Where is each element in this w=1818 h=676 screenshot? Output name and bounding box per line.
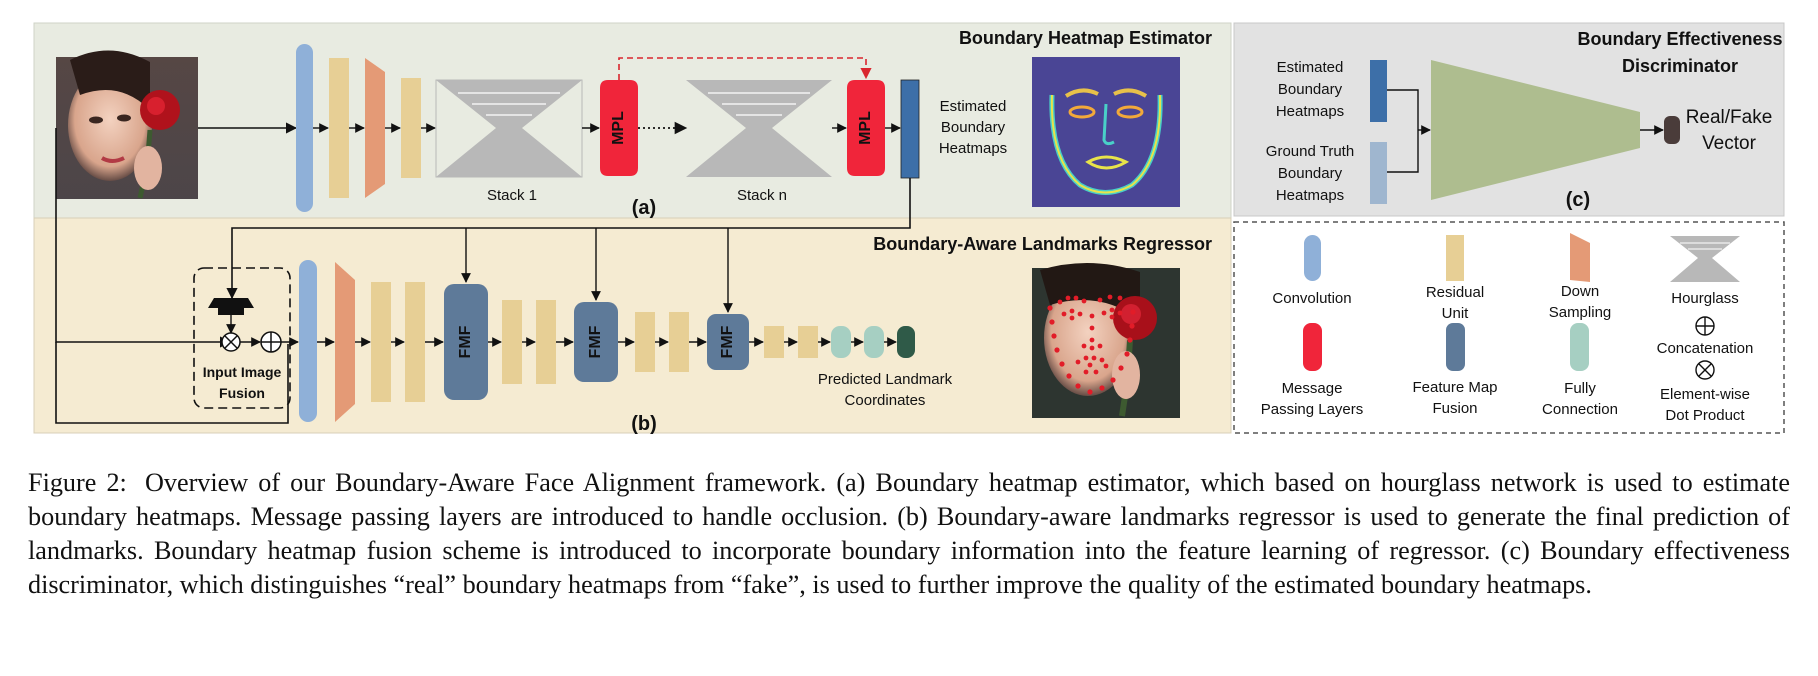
b-residual-3 bbox=[502, 300, 522, 384]
b-residual-7 bbox=[764, 326, 784, 358]
figure-caption-label: Figure 2: bbox=[28, 468, 127, 497]
legend-dot-label-2: Dot Product bbox=[1665, 407, 1745, 424]
svg-text:FMF: FMF bbox=[587, 325, 604, 358]
a-conv-block bbox=[296, 44, 313, 212]
legend-fmf-label-2: Fusion bbox=[1432, 400, 1477, 417]
b-residual-5 bbox=[635, 312, 655, 372]
b-residual-4 bbox=[536, 300, 556, 384]
legend-mpl-swatch bbox=[1303, 323, 1322, 371]
c-input2-label-1: Ground Truth bbox=[1266, 143, 1354, 160]
mpl-block-2: MPL bbox=[847, 80, 885, 176]
b-downsampling-block bbox=[335, 262, 355, 422]
c-output-label-1: Real/Fake bbox=[1686, 107, 1773, 128]
hourglass-stack-n bbox=[686, 80, 832, 177]
legend-box bbox=[1233, 221, 1785, 434]
legend-concatenation-label: Concatenation bbox=[1657, 340, 1754, 357]
mpl-block-1: MPL bbox=[600, 80, 638, 176]
estimated-heatmap-bar bbox=[900, 79, 920, 179]
c-input1-label-2: Boundary bbox=[1278, 81, 1343, 98]
c-input1-label-3: Heatmaps bbox=[1276, 103, 1344, 120]
panel-c-title-line1: Boundary Effectiveness bbox=[1577, 29, 1782, 49]
b-fc-2 bbox=[864, 326, 884, 358]
c-estimated-heatmap-bar bbox=[1370, 60, 1387, 122]
panel-c-tag: (c) bbox=[1566, 189, 1590, 211]
c-input2-label-3: Heatmaps bbox=[1276, 187, 1344, 204]
figure-caption-text: Overview of our Boundary-Aware Face Alig… bbox=[28, 468, 1791, 599]
fusion-label-1: Input Image bbox=[203, 364, 282, 380]
b-output-node bbox=[897, 326, 915, 358]
legend-down-label-2: Sampling bbox=[1549, 304, 1612, 321]
legend-down-sampling-swatch bbox=[1570, 233, 1590, 282]
discriminator-network bbox=[1431, 60, 1640, 200]
b-residual-8 bbox=[798, 326, 818, 358]
b-output-label-1: Predicted Landmark bbox=[818, 371, 953, 388]
legend-residual-label-1: Residual bbox=[1426, 284, 1484, 301]
legend-hourglass-swatch bbox=[1670, 236, 1740, 282]
a-downsampling-block bbox=[365, 58, 385, 198]
stack-n-label: Stack n bbox=[737, 187, 787, 204]
fmf-block-2: FMF bbox=[574, 302, 618, 382]
input-face-image bbox=[56, 50, 198, 199]
concatenation-icon bbox=[260, 331, 282, 353]
a-residual-block-2 bbox=[401, 78, 421, 178]
panel-a-title: Boundary Heatmap Estimator bbox=[959, 28, 1212, 48]
b-conv-block bbox=[299, 260, 317, 422]
fmf-block-3: FMF bbox=[707, 314, 749, 370]
stack-1-label: Stack 1 bbox=[487, 187, 537, 204]
b-residual-6 bbox=[669, 312, 689, 372]
a-output-label-2: Boundary bbox=[941, 119, 1006, 136]
legend-dot-label-1: Element-wise bbox=[1660, 386, 1750, 403]
svg-text:FMF: FMF bbox=[719, 325, 736, 358]
mpl-skip-connection bbox=[618, 57, 872, 80]
b-residual-2 bbox=[405, 282, 425, 402]
dot-product-icon bbox=[221, 332, 241, 352]
legend-residual-swatch bbox=[1446, 235, 1464, 281]
fmf-block-1: FMF bbox=[444, 284, 488, 400]
legend-fmf-label-1: Feature Map bbox=[1412, 379, 1497, 396]
fusion-transform-block bbox=[208, 298, 254, 308]
legend-fc-label-2: Connection bbox=[1542, 401, 1618, 418]
legend-hourglass-label: Hourglass bbox=[1671, 290, 1739, 307]
c-groundtruth-heatmap-bar bbox=[1370, 142, 1387, 204]
legend-fmf-swatch bbox=[1446, 323, 1465, 371]
legend-concatenation-icon bbox=[1695, 316, 1715, 336]
framework-diagram: Boundary Heatmap Estimator Boundary-Awar… bbox=[33, 22, 1785, 435]
legend-fc-label-1: Fully bbox=[1564, 380, 1596, 397]
svg-text:FMF: FMF bbox=[457, 325, 474, 358]
b-residual-1 bbox=[371, 282, 391, 402]
landmark-face-image bbox=[1032, 262, 1180, 418]
landmark-points bbox=[1047, 294, 1136, 395]
legend-convolution-swatch bbox=[1304, 235, 1321, 281]
legend-mpl-label-1: Message bbox=[1282, 380, 1343, 397]
b-fc-1 bbox=[831, 326, 851, 358]
panel-c-title-line2: Discriminator bbox=[1622, 56, 1738, 76]
legend-fc-swatch bbox=[1570, 323, 1589, 371]
a-residual-block-1 bbox=[329, 58, 349, 198]
c-input2-label-2: Boundary bbox=[1278, 165, 1343, 182]
legend-residual-label-2: Unit bbox=[1442, 305, 1470, 322]
legend-convolution-label: Convolution bbox=[1272, 290, 1351, 307]
legend-mpl-label-2: Passing Layers bbox=[1261, 401, 1364, 418]
fusion-label-2: Fusion bbox=[219, 385, 265, 401]
svg-text:MPL: MPL bbox=[857, 111, 874, 145]
legend-down-label-1: Down bbox=[1561, 283, 1599, 300]
panel-a-tag: (a) bbox=[632, 197, 656, 219]
c-output-label-2: Vector bbox=[1702, 133, 1757, 154]
boundary-heatmap-image bbox=[1032, 57, 1180, 207]
a-output-label-1: Estimated bbox=[940, 98, 1007, 115]
svg-text:MPL: MPL bbox=[610, 111, 627, 145]
input-image-fusion-box bbox=[193, 267, 291, 409]
real-fake-vector-node bbox=[1664, 116, 1680, 144]
panel-b-tag: (b) bbox=[631, 413, 657, 435]
legend-dot-product-icon bbox=[1695, 360, 1715, 380]
c-input1-label-1: Estimated bbox=[1277, 59, 1344, 76]
panel-b-title: Boundary-Aware Landmarks Regressor bbox=[873, 234, 1212, 254]
a-output-label-3: Heatmaps bbox=[939, 140, 1007, 157]
b-output-label-2: Coordinates bbox=[845, 392, 926, 409]
figure-caption: Figure 2: Overview of our Boundary-Aware… bbox=[28, 466, 1790, 602]
